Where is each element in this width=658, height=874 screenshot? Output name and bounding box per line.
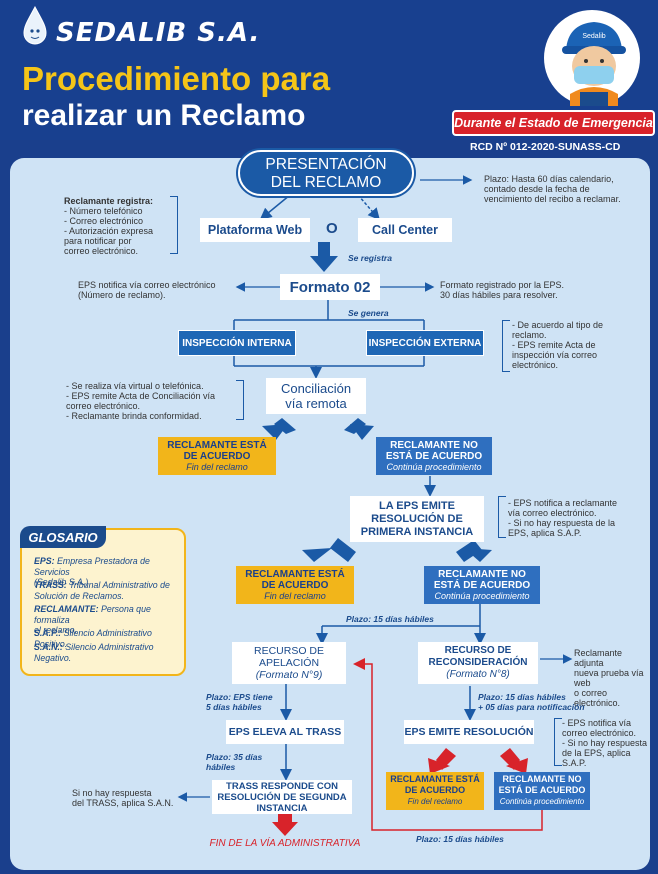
term-15-label: Plazo: 15 días hábiles bbox=[346, 614, 434, 624]
registrant-note: Reclamante registra: - Número telefónico… bbox=[64, 196, 154, 256]
glossary-title: GLOSARIO bbox=[20, 526, 106, 548]
mascot-cap-text: Sedalib bbox=[582, 33, 605, 40]
glossary-box bbox=[20, 528, 186, 676]
inspection-note: - De acuerdo al tipo de reclamo. - EPS r… bbox=[512, 320, 604, 370]
eps-resolution-bracket bbox=[554, 718, 562, 766]
first-resolution-note: - EPS notifica a reclamante vía correo e… bbox=[508, 498, 618, 538]
registered-label: Se registra bbox=[348, 253, 392, 263]
conciliation-bracket bbox=[236, 380, 244, 420]
inspection-internal-box: INSPECCIÓN INTERNA bbox=[178, 330, 296, 356]
title-line-1: Procedimiento para bbox=[22, 60, 331, 97]
eps-resolution-note: - EPS notifica vía correo electrónico. -… bbox=[562, 718, 648, 768]
down-arrow-1 bbox=[310, 242, 338, 272]
worker-mascot-icon: Sedalib bbox=[544, 10, 640, 106]
inspection-bracket bbox=[502, 320, 510, 372]
glossary-entry-sap: S.A.P.: Silencio Administrativo Positivo… bbox=[34, 628, 152, 649]
down-arrow-final bbox=[272, 814, 298, 836]
start-line-1: PRESENTACIÓN bbox=[265, 156, 387, 173]
generated-label: Se genera bbox=[348, 308, 389, 318]
first-resolution-bracket bbox=[498, 496, 506, 538]
channel-web-box: Plataforma Web bbox=[200, 218, 310, 242]
inspection-external-box: INSPECCIÓN EXTERNA bbox=[366, 330, 484, 356]
emergency-badge: Durante el Estado de Emergencia bbox=[452, 110, 655, 136]
bottom-term-label: Plazo: 15 días hábiles bbox=[416, 834, 504, 844]
resolution-reference: RCD Nº 012-2020-SUNASS-CD bbox=[470, 141, 621, 153]
channel-or: O bbox=[326, 220, 338, 237]
glossary-entry-san: S.A.N.: Silencio Administrativo Negativo… bbox=[34, 642, 154, 663]
reconsideration-term: Plazo: 15 días hábiles+ 05 días para not… bbox=[478, 692, 585, 712]
format-02-box: Formato 02 bbox=[280, 274, 380, 300]
format-right-note: Formato registrado por la EPS.30 días há… bbox=[440, 280, 565, 300]
eps-resolution-box: EPS EMITE RESOLUCIÓN bbox=[404, 720, 534, 744]
water-drop-mascot-icon bbox=[23, 6, 47, 45]
start-term-note: Plazo: Hasta 60 días calendario,contado … bbox=[484, 174, 621, 204]
channel-call-box: Call Center bbox=[358, 218, 452, 242]
end-of-administrative-way: FIN DE LA VÍA ADMINISTRATIVA bbox=[209, 838, 361, 849]
brand-logo-text: SEDALIB S.A. bbox=[56, 18, 261, 48]
title-line-2: realizar un Reclamo bbox=[22, 99, 306, 132]
format-left-note: EPS notifica vía correo electrónico(Núme… bbox=[78, 280, 216, 300]
start-line-2: DEL RECLAMO bbox=[270, 174, 382, 191]
eps-trass-box: EPS ELEVA AL TRASS bbox=[226, 720, 344, 744]
conciliation-note: - Se realiza vía virtual o telefónica.- … bbox=[66, 381, 216, 421]
start-presentation-oval: PRESENTACIÓN DEL RECLAMO bbox=[238, 150, 414, 196]
glossary-entry-eps: EPS: Empresa Prestadora de Servicios(Sed… bbox=[34, 556, 150, 587]
registrant-bracket bbox=[170, 196, 178, 254]
